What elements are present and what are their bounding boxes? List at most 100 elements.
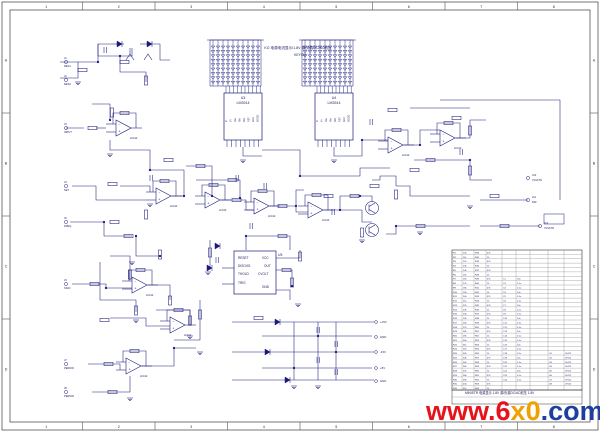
- wire: [436, 122, 461, 138]
- column-label: 1: [45, 425, 47, 429]
- led-diode: [337, 67, 343, 71]
- power-rail-label: GND: [380, 379, 386, 383]
- led-diode: [220, 76, 226, 80]
- table-cell: R53: [475, 340, 480, 342]
- column-label: 2: [118, 425, 120, 429]
- table-cell: LF412: [565, 384, 572, 386]
- wire: [300, 167, 390, 177]
- table-cell: R32: [453, 388, 458, 390]
- resistor: [349, 194, 360, 198]
- table-cell: R23: [453, 349, 458, 351]
- led-diode: [307, 67, 313, 71]
- table-cell: 47k: [487, 349, 491, 351]
- resistor: [103, 362, 114, 366]
- led-diode: [307, 63, 313, 67]
- wire: [97, 44, 133, 57]
- wire: [276, 269, 293, 286]
- table-cell: 47k: [487, 252, 491, 254]
- power-rail-label: +5V: [380, 366, 385, 370]
- table-cell: U3: [549, 362, 553, 364]
- led-diode: [230, 45, 236, 49]
- wire: [110, 255, 131, 280]
- table-cell: 0.1u: [517, 353, 522, 355]
- table-cell: C3: [503, 287, 507, 289]
- table-cell: 1k: [487, 301, 490, 303]
- led-diode: [302, 45, 308, 49]
- table-cell: C7: [503, 305, 507, 307]
- led-diode: [230, 81, 236, 84]
- table-cell: C6: [503, 301, 507, 303]
- resistor: [281, 268, 292, 272]
- ic-u3-ref: U3: [241, 96, 246, 100]
- led-diode: [302, 72, 308, 76]
- table-cell: R27: [453, 366, 458, 368]
- column-label: 1: [45, 5, 47, 9]
- table-cell: R36: [475, 266, 480, 268]
- row-label: B: [593, 162, 596, 166]
- table-cell: 1k: [487, 318, 490, 320]
- table-cell: R45: [475, 305, 480, 307]
- table-cell: 1k: [487, 371, 490, 373]
- resistor: [119, 60, 130, 64]
- table-cell: 18k: [463, 287, 467, 289]
- led-diode: [240, 63, 246, 67]
- led-diode: [332, 50, 338, 54]
- led-diode: [255, 54, 261, 58]
- column-label: 8: [553, 5, 555, 9]
- table-cell: R1: [453, 252, 457, 254]
- watermark-part3: x0: [510, 396, 541, 426]
- wire: [92, 103, 111, 120]
- led-diode: [322, 54, 328, 58]
- led-diode: [312, 81, 318, 84]
- table-cell: 0.1u: [517, 322, 522, 324]
- resistor: [128, 269, 132, 280]
- table-cell: 23k: [463, 309, 467, 311]
- resistor: [107, 182, 118, 186]
- input-terminal-ref: J5: [64, 216, 67, 220]
- op-amp-noninverting-mark: +: [159, 198, 161, 202]
- wire: [112, 112, 137, 128]
- op-amp-part-label: LF412: [170, 204, 178, 208]
- led-diode: [317, 59, 323, 62]
- led-diode: [327, 76, 333, 80]
- op-amp-inverting-mark: −: [391, 140, 393, 144]
- table-cell: 10u: [517, 305, 521, 307]
- input-connectors: J1RES1J2RES2J3INPUTJ4SETJ5FREQJ6SIGNJ7PE…: [64, 56, 74, 398]
- led-diode: [347, 72, 353, 76]
- timer-pin-vcc: VCC: [262, 256, 269, 260]
- junction-dot: [418, 143, 422, 147]
- led-diode: [240, 50, 246, 54]
- led-diode: [255, 67, 261, 71]
- table-cell: R52: [475, 336, 480, 338]
- wire: [440, 99, 561, 200]
- watermark-part2: 6: [495, 396, 511, 426]
- wire: [333, 139, 388, 157]
- op-amp-inverting-mark: −: [119, 123, 121, 127]
- resistor: [451, 116, 462, 120]
- input-terminal-ref: J1: [64, 56, 67, 60]
- op-amp-symbol: [307, 201, 324, 219]
- table-cell: R4: [453, 266, 457, 268]
- table-cell: LF412: [565, 357, 572, 359]
- row-label: D: [5, 368, 8, 372]
- led-diode: [317, 54, 323, 58]
- wire: [414, 159, 492, 181]
- switch-symbol: [143, 53, 153, 61]
- led-diode: [235, 81, 241, 84]
- led-diode: [347, 50, 353, 54]
- op-amp-symbol: [253, 197, 270, 215]
- input-terminal: [64, 78, 68, 82]
- table-cell: 0.1u: [517, 283, 522, 285]
- led-diode: [342, 81, 348, 84]
- table-cell: R46: [475, 309, 480, 311]
- input-terminal-label: SIGN: [64, 286, 70, 290]
- table-cell: 32k: [463, 349, 467, 351]
- led-diode: [250, 59, 256, 62]
- wire: [72, 185, 146, 201]
- led-diode: [347, 81, 353, 84]
- output-header-box: [543, 213, 565, 225]
- led-diode: [250, 76, 256, 80]
- led-diode: [215, 50, 221, 54]
